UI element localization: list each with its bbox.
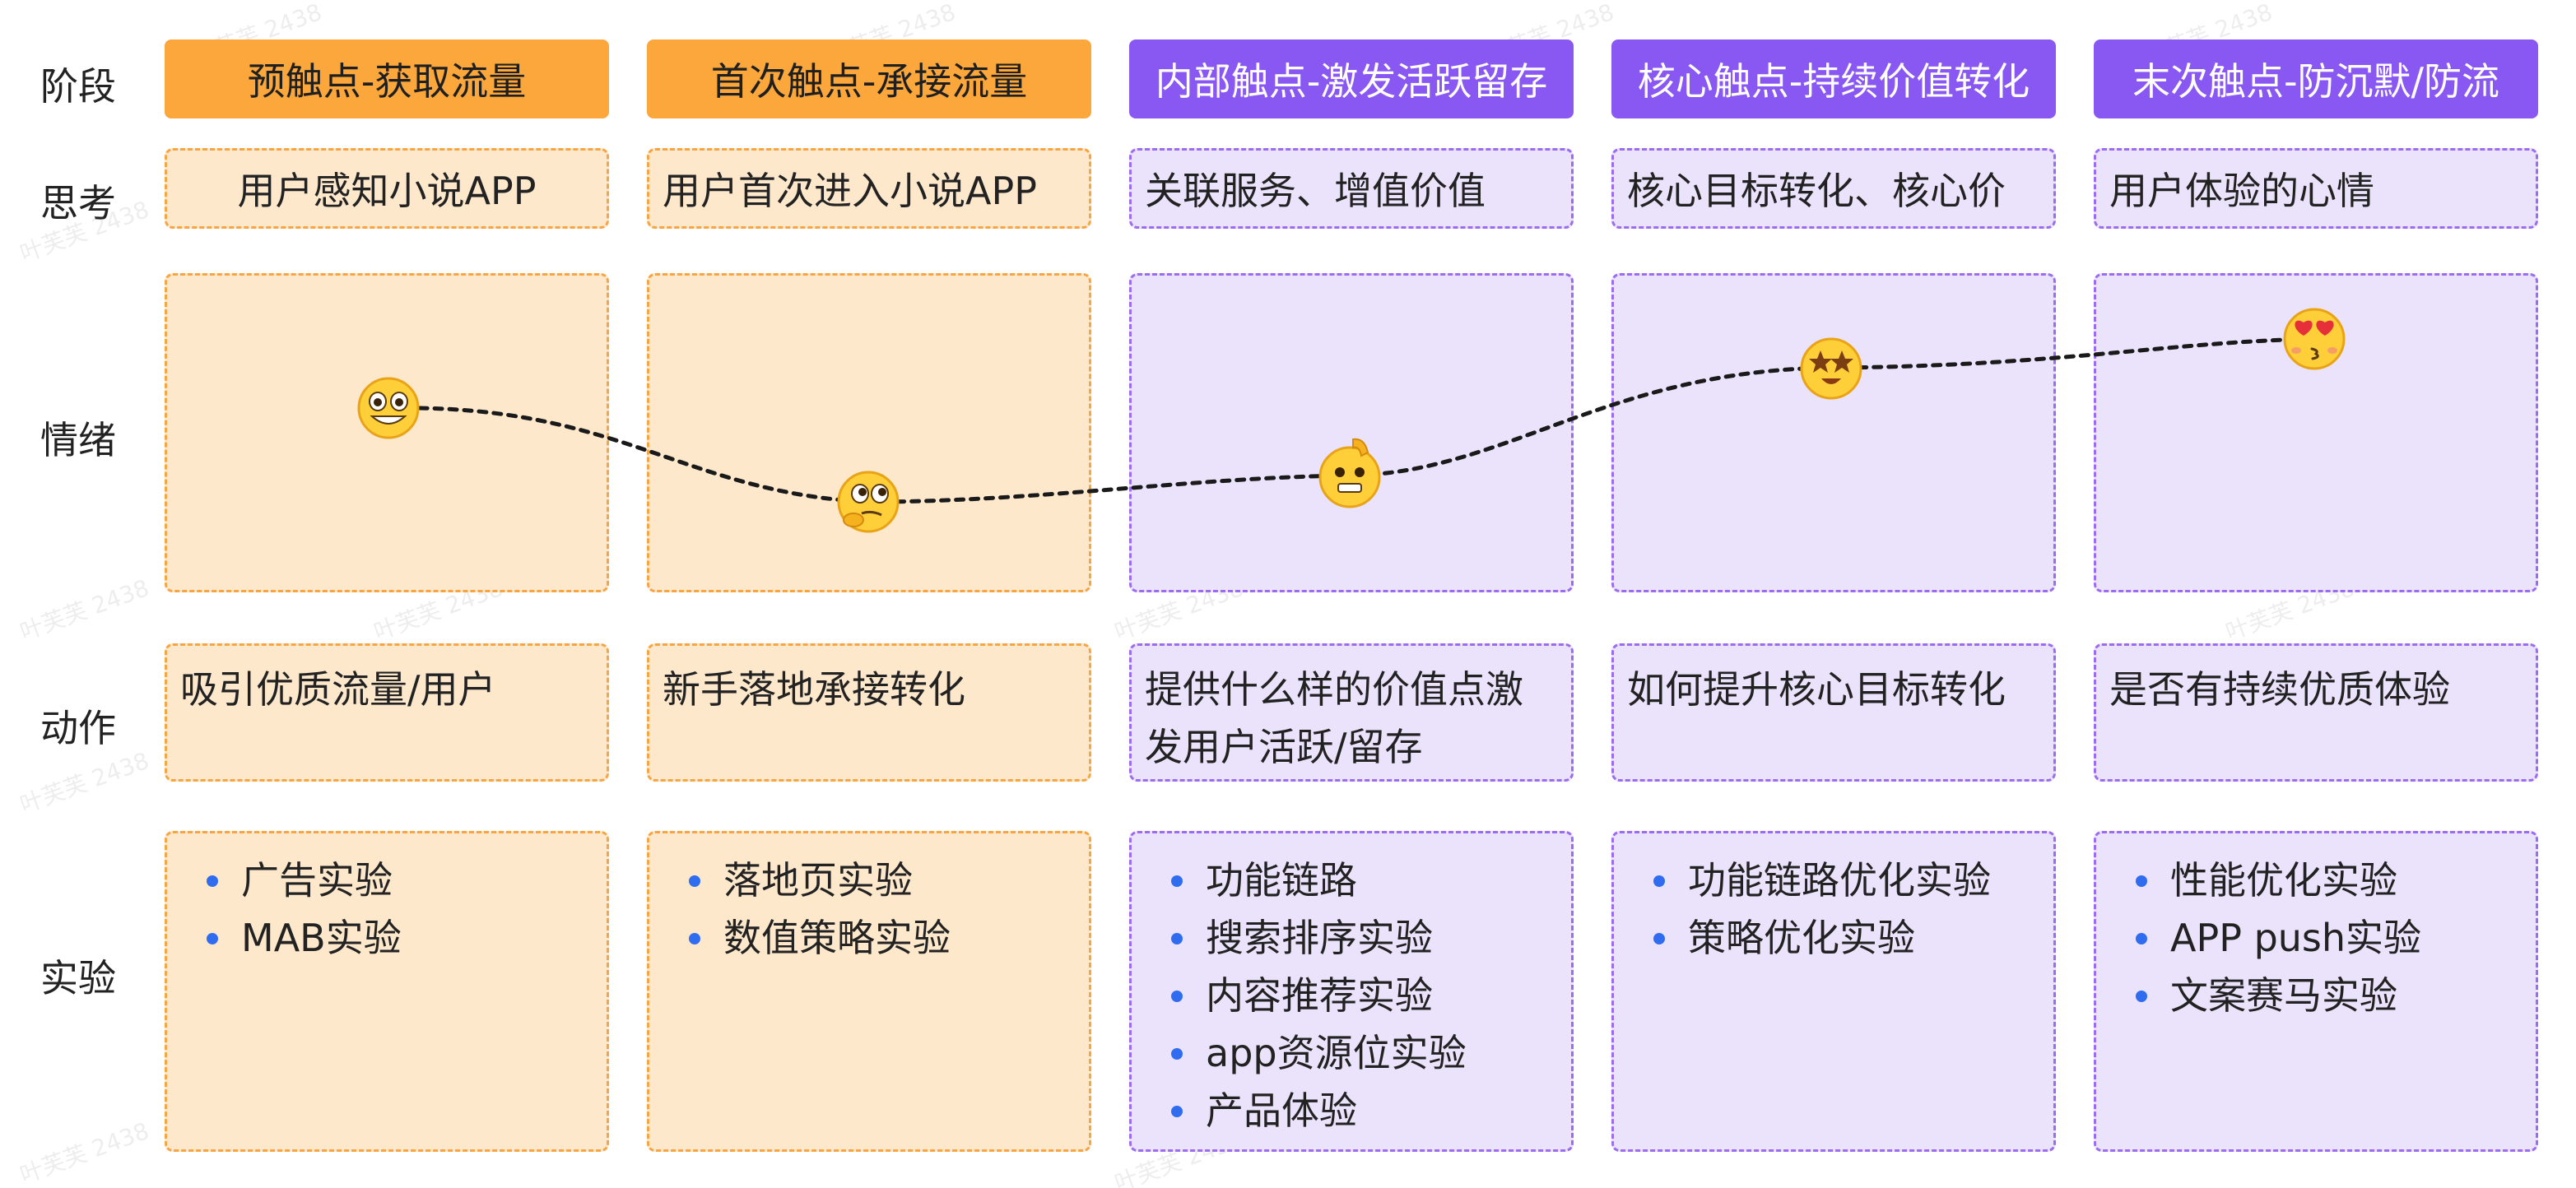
experiment-item: 功能链路优化实验 [1647, 852, 1991, 909]
row-label-emotion: 情绪 [40, 418, 116, 462]
bullet-icon [1171, 991, 1183, 1002]
experiment-item: 功能链路 [1165, 852, 1467, 909]
stage-header-first-touch: 首次触点-承接流量 [647, 39, 1091, 118]
emotion-box-core-touch [1611, 273, 2056, 592]
bullet-icon [689, 933, 700, 944]
action-text: 吸引优质流量/用户 [180, 667, 496, 712]
action-box-last-touch: 是否有持续优质体验 [2094, 643, 2538, 782]
experiment-item: 策略优化实验 [1647, 909, 1991, 967]
experiment-item: 内容推荐实验 [1165, 967, 1467, 1024]
experiment-item: 数值策略实验 [682, 909, 951, 967]
experiment-item: 性能优化实验 [2129, 852, 2421, 909]
experiment-item: 落地页实验 [682, 852, 951, 909]
action-text: 提供什么样的价值点激发用户活跃/留存 [1145, 667, 1523, 769]
stage-header-internal-touch: 内部触点-激发活跃留存 [1129, 39, 1574, 118]
thinking-text: 用户首次进入小说APP [663, 169, 1037, 213]
experiment-item: 文案赛马实验 [2129, 967, 2421, 1024]
bullet-icon [1171, 1048, 1183, 1060]
experiment-item: 搜索排序实验 [1165, 909, 1467, 967]
watermark: 叶芙芙 2438 [16, 1116, 153, 1188]
action-text: 是否有持续优质体验 [2109, 667, 2450, 712]
experiment-label: app资源位实验 [1206, 1031, 1467, 1075]
experiment-box-pre-touch: 广告实验 MAB实验 [165, 831, 609, 1152]
bullet-icon [1171, 933, 1183, 944]
bullet-icon [207, 933, 218, 944]
thinking-box-last-touch: 用户体验的心情 [2094, 148, 2538, 229]
experiment-label: 数值策略实验 [723, 916, 951, 960]
experiment-box-internal-touch: 功能链路 搜索排序实验 内容推荐实验 app资源位实验 产品体验 [1129, 831, 1574, 1152]
row-label-stage: 阶段 [40, 64, 116, 109]
experiment-box-first-touch: 落地页实验 数值策略实验 [647, 831, 1091, 1152]
stage-header-core-touch: 核心触点-持续价值转化 [1611, 39, 2056, 118]
experiment-label: 文案赛马实验 [2170, 973, 2397, 1018]
experiment-list: 功能链路优化实验 策略优化实验 [1647, 852, 1991, 967]
bullet-icon [1171, 875, 1183, 887]
thinking-box-internal-touch: 关联服务、增值价值 [1129, 148, 1574, 229]
bullet-icon [1653, 875, 1665, 887]
thinking-text: 用户感知小说APP [237, 169, 537, 213]
bullet-icon [207, 875, 218, 887]
bullet-icon [2136, 875, 2147, 887]
experiment-label: 功能链路 [1206, 858, 1357, 903]
emotion-box-first-touch [647, 273, 1091, 592]
experiment-label: MAB实验 [241, 916, 402, 960]
emotion-box-pre-touch [165, 273, 609, 592]
thinking-text: 用户体验的心情 [2109, 169, 2374, 213]
experiment-label: 落地页实验 [723, 858, 913, 903]
emotion-box-last-touch [2094, 273, 2538, 592]
thinking-box-first-touch: 用户首次进入小说APP [647, 148, 1091, 229]
experiment-label: 广告实验 [241, 858, 393, 903]
experiment-list: 广告实验 MAB实验 [200, 852, 402, 967]
stage-header-pre-touch: 预触点-获取流量 [165, 39, 609, 118]
bullet-icon [2136, 933, 2147, 944]
experiment-label: 性能优化实验 [2170, 858, 2397, 903]
experiment-item: MAB实验 [200, 909, 402, 967]
experiment-list: 功能链路 搜索排序实验 内容推荐实验 app资源位实验 产品体验 [1165, 852, 1467, 1139]
experiment-item: app资源位实验 [1165, 1024, 1467, 1082]
experiment-label: APP push实验 [2170, 916, 2422, 960]
experiment-list: 性能优化实验 APP push实验 文案赛马实验 [2129, 852, 2421, 1024]
action-box-internal-touch: 提供什么样的价值点激发用户活跃/留存 [1129, 643, 1574, 782]
bullet-icon [689, 875, 700, 887]
action-box-core-touch: 如何提升核心目标转化 [1611, 643, 2056, 782]
experiment-item: 广告实验 [200, 852, 402, 909]
experiment-label: 产品体验 [1206, 1088, 1357, 1133]
action-box-pre-touch: 吸引优质流量/用户 [165, 643, 609, 782]
experiment-item: APP push实验 [2129, 909, 2421, 967]
thinking-box-core-touch: 核心目标转化、核心价 [1611, 148, 2056, 229]
watermark: 叶芙芙 2438 [16, 573, 153, 646]
experiment-item: 产品体验 [1165, 1082, 1467, 1139]
row-label-experiment: 实验 [40, 956, 116, 1000]
experiment-label: 策略优化实验 [1688, 916, 1915, 960]
watermark: 叶芙芙 2438 [16, 746, 153, 819]
row-label-action: 动作 [40, 706, 116, 750]
thinking-box-pre-touch: 用户感知小说APP [165, 148, 609, 229]
row-label-thinking: 思考 [40, 181, 116, 225]
stage-header-last-touch: 末次触点-防沉默/防流 [2094, 39, 2538, 118]
experiment-label: 内容推荐实验 [1206, 973, 1433, 1018]
experiment-label: 搜索排序实验 [1206, 916, 1433, 960]
experiment-list: 落地页实验 数值策略实验 [682, 852, 951, 967]
experiment-label: 功能链路优化实验 [1688, 858, 1991, 903]
bullet-icon [1653, 933, 1665, 944]
bullet-icon [2136, 991, 2147, 1002]
action-box-first-touch: 新手落地承接转化 [647, 643, 1091, 782]
experiment-box-last-touch: 性能优化实验 APP push实验 文案赛马实验 [2094, 831, 2538, 1152]
action-text: 如何提升核心目标转化 [1627, 667, 2006, 712]
emotion-box-internal-touch [1129, 273, 1574, 592]
action-text: 新手落地承接转化 [663, 667, 965, 712]
thinking-text: 关联服务、增值价值 [1145, 169, 1486, 213]
bullet-icon [1171, 1106, 1183, 1117]
thinking-text: 核心目标转化、核心价 [1627, 169, 2006, 213]
experiment-box-core-touch: 功能链路优化实验 策略优化实验 [1611, 831, 2056, 1152]
